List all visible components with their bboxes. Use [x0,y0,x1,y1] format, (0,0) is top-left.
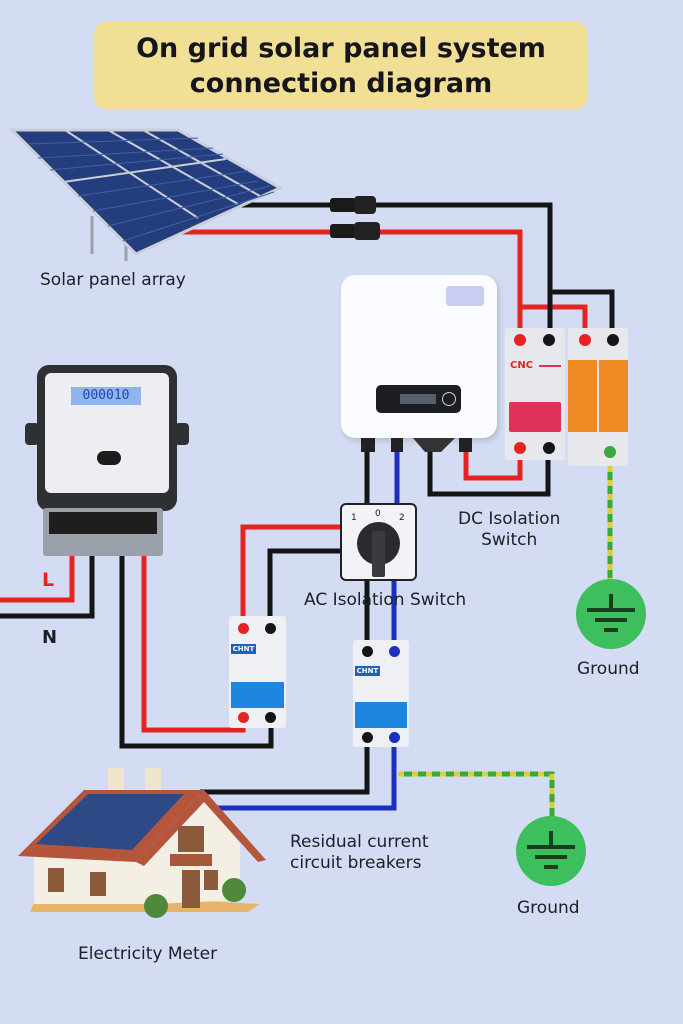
meter-optical-port [97,451,121,465]
dc-breaker-terminal-positive-top [514,334,526,346]
ac-breaker-terminal-neutral-top [265,623,276,634]
rccb-label-line-2: circuit breakers [290,853,422,873]
rccb-terminal-neutral-bottom [389,732,400,743]
meter-mount-left [25,423,39,445]
dc-positive-wire-inverter [463,446,523,481]
dc-isolation-label-line-2: Switch [481,530,538,550]
title-banner: On grid solar panel system connection di… [94,21,588,110]
dc-breaker-brand: CNC [510,360,534,371]
dc-breaker-handle[interactable] [509,402,561,432]
ac-breaker-terminal-live-bottom [238,712,249,723]
meter-terminal-cover [49,512,157,534]
spd-ground-terminal [604,446,616,458]
ac-breaker-handle[interactable] [231,682,284,708]
dc-isolation-label-line-1: DC Isolation [458,509,561,529]
ground-label-top: Ground [577,659,640,679]
ac-breaker-terminal-live-top [238,623,249,634]
ac-isolation-switch[interactable]: 1 0 2 [340,503,417,581]
meter-terminal-block [43,508,163,556]
dc-isolation-breaker: CNC [505,328,565,460]
title-line-2: connection diagram [189,67,493,99]
ac-breaker-terminal-neutral-bottom [265,712,276,723]
inverter-display-panel [376,385,461,413]
house-neutral-wire [212,740,397,811]
meter-mount-right [175,423,189,445]
spd-terminal-positive [579,334,591,346]
ac-breaker-brand: CHNT [231,644,256,654]
inverter [341,275,497,438]
rccb-terminal-line-top [362,646,373,657]
inverter-cable-glands [361,438,472,452]
rccb-terminal-neutral-top [389,646,400,657]
inverter-lcd [400,394,436,404]
electricity-meter: 000010 [25,365,189,511]
rccb-label-line-1: Residual current [290,832,429,852]
solar-panel-array-label: Solar panel array [40,270,186,290]
surge-protector [568,328,628,466]
spd-terminal-negative [607,334,619,346]
ac-live-wire-switch [240,524,340,625]
dc-breaker-terminal-negative-bottom [543,442,555,454]
switch-position-0: 0 [375,509,381,519]
dc-breaker-stripe [539,365,561,367]
inverter-button-icon[interactable] [442,392,456,406]
meter-face: 000010 [45,373,169,493]
dc-breaker-terminal-negative-top [543,334,555,346]
rccb-terminal-line-bottom [362,732,373,743]
rccb-handle[interactable] [355,702,407,728]
meter-neutral-out-wire [119,520,274,749]
rccb-breaker: CHNT [353,640,409,747]
spd-module-2 [599,360,628,432]
meter-display: 000010 [71,387,141,405]
dc-isolation-switch-label: DC Isolation Switch [458,509,560,551]
ground-label-bottom: Ground [517,898,580,918]
solar-panel-array [8,128,283,261]
title-line-1: On grid solar panel system [136,32,546,64]
live-label: L [42,569,55,591]
rotary-handle[interactable] [372,531,385,577]
ground-icon-top [576,579,646,649]
dc-negative-wire-inverter [427,446,551,497]
ground-wire-bottom-stripe [398,771,555,825]
switch-position-2: 2 [399,513,405,523]
ac-isolation-switch-label: AC Isolation Switch [304,590,467,610]
dc-breaker-terminal-positive-bottom [514,442,526,454]
house-line-wire [200,740,370,795]
inverter-label-plate [446,286,484,306]
mc4-connectors [330,196,380,240]
electricity-meter-label: Electricity Meter [78,944,218,964]
ground-icon-bottom [516,816,586,886]
rccb-brand: CHNT [355,666,380,676]
ac-neutral-wire-switch [267,548,340,625]
spd-module-1 [568,360,597,432]
ac-breaker-main: CHNT [229,616,286,728]
switch-position-1: 1 [351,513,357,523]
neutral-label: N [42,627,58,648]
rccb-label: Residual current circuit breakers [290,832,429,874]
house-illustration [18,768,266,918]
